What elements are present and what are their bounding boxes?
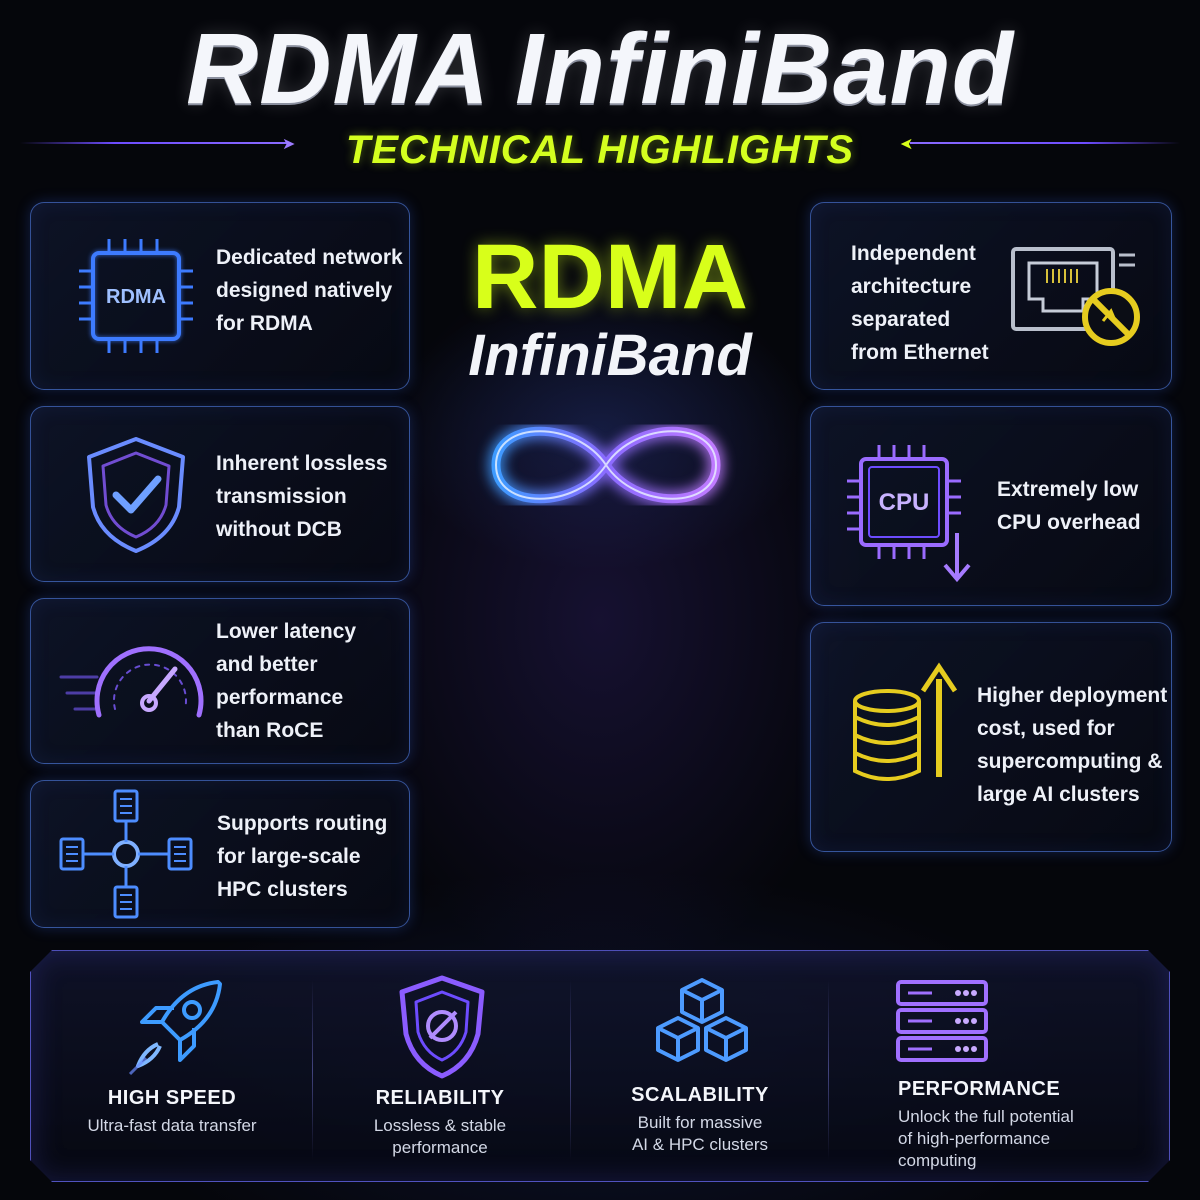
speedometer-icon — [59, 646, 204, 718]
rocket-icon — [128, 980, 222, 1076]
infinity-icon — [487, 423, 725, 507]
chip-label: CPU — [879, 489, 930, 516]
feature-title: PERFORMANCE — [898, 1078, 1061, 1100]
card-text: Inherent lossless transmission without D… — [216, 452, 388, 541]
rdma-chip-icon: RDMA — [79, 239, 193, 353]
center-infiniband-title: InfiniBand — [468, 323, 752, 388]
feature-title: SCALABILITY — [631, 1084, 769, 1106]
feature-divider — [828, 980, 829, 1160]
card-text: Dedicated network designed natively for … — [216, 246, 403, 335]
cubes-icon — [656, 978, 748, 1062]
chip-label: RDMA — [106, 286, 166, 308]
header-deco-line-right — [910, 142, 1180, 144]
server-rack-icon — [896, 980, 988, 1062]
feature-divider — [570, 980, 571, 1160]
card-lossless: Inherent lossless transmission without D… — [30, 406, 410, 582]
feature-title: RELIABILITY — [375, 1087, 505, 1109]
shield-check-icon — [87, 437, 185, 553]
card-routing: Supports routing for large-scale HPC clu… — [30, 780, 410, 928]
arrow-right-icon: ➤ — [282, 136, 296, 153]
card-text: Higher deployment cost, used for superco… — [977, 684, 1168, 806]
center-rdma-title: RDMA — [472, 226, 748, 328]
coins-up-icon — [853, 662, 958, 781]
page-subtitle: TECHNICAL HIGHLIGHTS — [345, 128, 855, 172]
feature-desc: Built for massive AI & HPC clusters — [631, 1113, 769, 1154]
ethernet-port-blocked-icon — [1011, 247, 1140, 346]
header-deco-line-left — [20, 142, 290, 144]
card-text: Lower latency and better performance tha… — [216, 620, 357, 742]
feature-desc: Ultra-fast data transfer — [87, 1116, 257, 1135]
network-routing-icon — [59, 789, 193, 919]
cpu-down-icon: CPU — [847, 445, 971, 583]
page-title: RDMA InfiniBand — [186, 13, 1014, 125]
card-text: Supports routing for large-scale HPC clu… — [217, 812, 388, 901]
card-text: Independent architecture separated from … — [851, 242, 989, 364]
feature-title: HIGH SPEED — [107, 1087, 237, 1109]
card-deployment-cost: Higher deployment cost, used for superco… — [810, 622, 1172, 852]
card-cpu-overhead: CPU Extremely low CPU overhead — [810, 406, 1172, 606]
feature-divider — [312, 980, 313, 1160]
shield-icon — [399, 975, 485, 1079]
card-dedicated-network: RDMA Dedicated network designed natively… — [30, 202, 410, 390]
card-latency: Lower latency and better performance tha… — [30, 598, 410, 764]
card-independent-architecture: Independent architecture separated from … — [810, 202, 1172, 390]
feature-desc: Unlock the full potential of high-perfor… — [898, 1107, 1074, 1170]
card-text: Extremely low CPU overhead — [997, 478, 1141, 534]
feature-desc: Lossless & stable performance — [373, 1116, 507, 1157]
